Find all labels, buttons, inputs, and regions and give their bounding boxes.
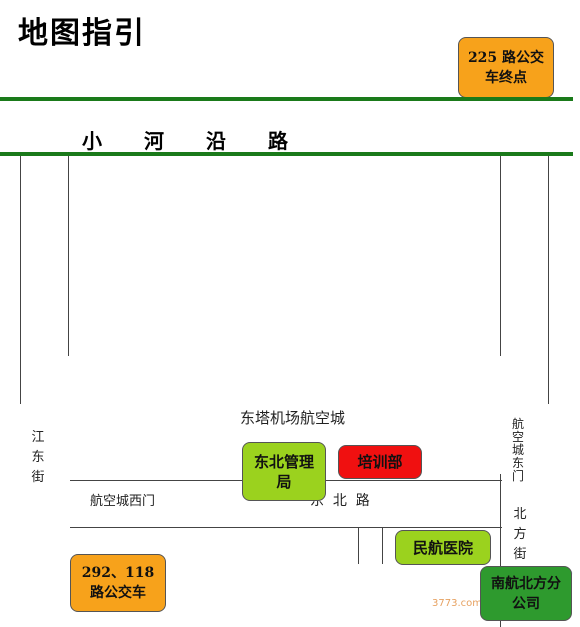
beifang-road-left-edge-bottom (500, 474, 501, 627)
beifang-street-label: 北方街 (513, 507, 527, 562)
jiangdong-road-right-edge (68, 156, 69, 356)
training-dept-box[interactable]: 培训部 (338, 445, 422, 479)
dongbei-administration-box[interactable]: 东北管理局 (242, 442, 326, 501)
jiangdong-road-left-edge (20, 156, 21, 404)
beifang-road-right-edge-top (548, 156, 549, 404)
airport-city-label: 东塔机场航空城 (240, 409, 346, 427)
dongbei-road-label: 东 北 路 (310, 493, 370, 509)
civil-aviation-hospital-label: 民航医院 (412, 538, 473, 557)
xiaohe-road-top-edge (0, 97, 573, 101)
bus-292-118-label: 292、118路公交车 (81, 565, 155, 601)
xiaohe-road-label: 小河沿路 (82, 129, 330, 153)
bus-292-118-box[interactable]: 292、118路公交车 (70, 554, 166, 612)
china-southern-northern-branch-box[interactable]: 南航北方分公司 (480, 566, 572, 621)
side-street-right-edge (382, 528, 383, 564)
dongbei-road-bottom-edge (70, 527, 502, 528)
watermark-url: 3773.com.cn (432, 598, 497, 609)
dongbei-administration-label: 东北管理局 (253, 452, 314, 491)
east-gate-label: 航空城东门 (511, 417, 524, 483)
beifang-road-left-edge-top (500, 156, 501, 356)
xiaohe-road-bottom-edge (0, 152, 573, 156)
civil-aviation-hospital-box[interactable]: 民航医院 (395, 530, 491, 565)
jiangdong-street-label: 江东街 (31, 430, 45, 485)
bus-225-label: 225 路公交车终点 (467, 49, 545, 86)
page-title: 地图指引 (18, 16, 146, 51)
west-gate-label: 航空城西门 (90, 494, 156, 509)
training-dept-label: 培训部 (357, 453, 403, 471)
china-southern-northern-branch-label: 南航北方分公司 (491, 575, 561, 612)
side-street-left-edge (358, 528, 359, 564)
bus-225-terminal-box[interactable]: 225 路公交车终点 (458, 37, 554, 98)
